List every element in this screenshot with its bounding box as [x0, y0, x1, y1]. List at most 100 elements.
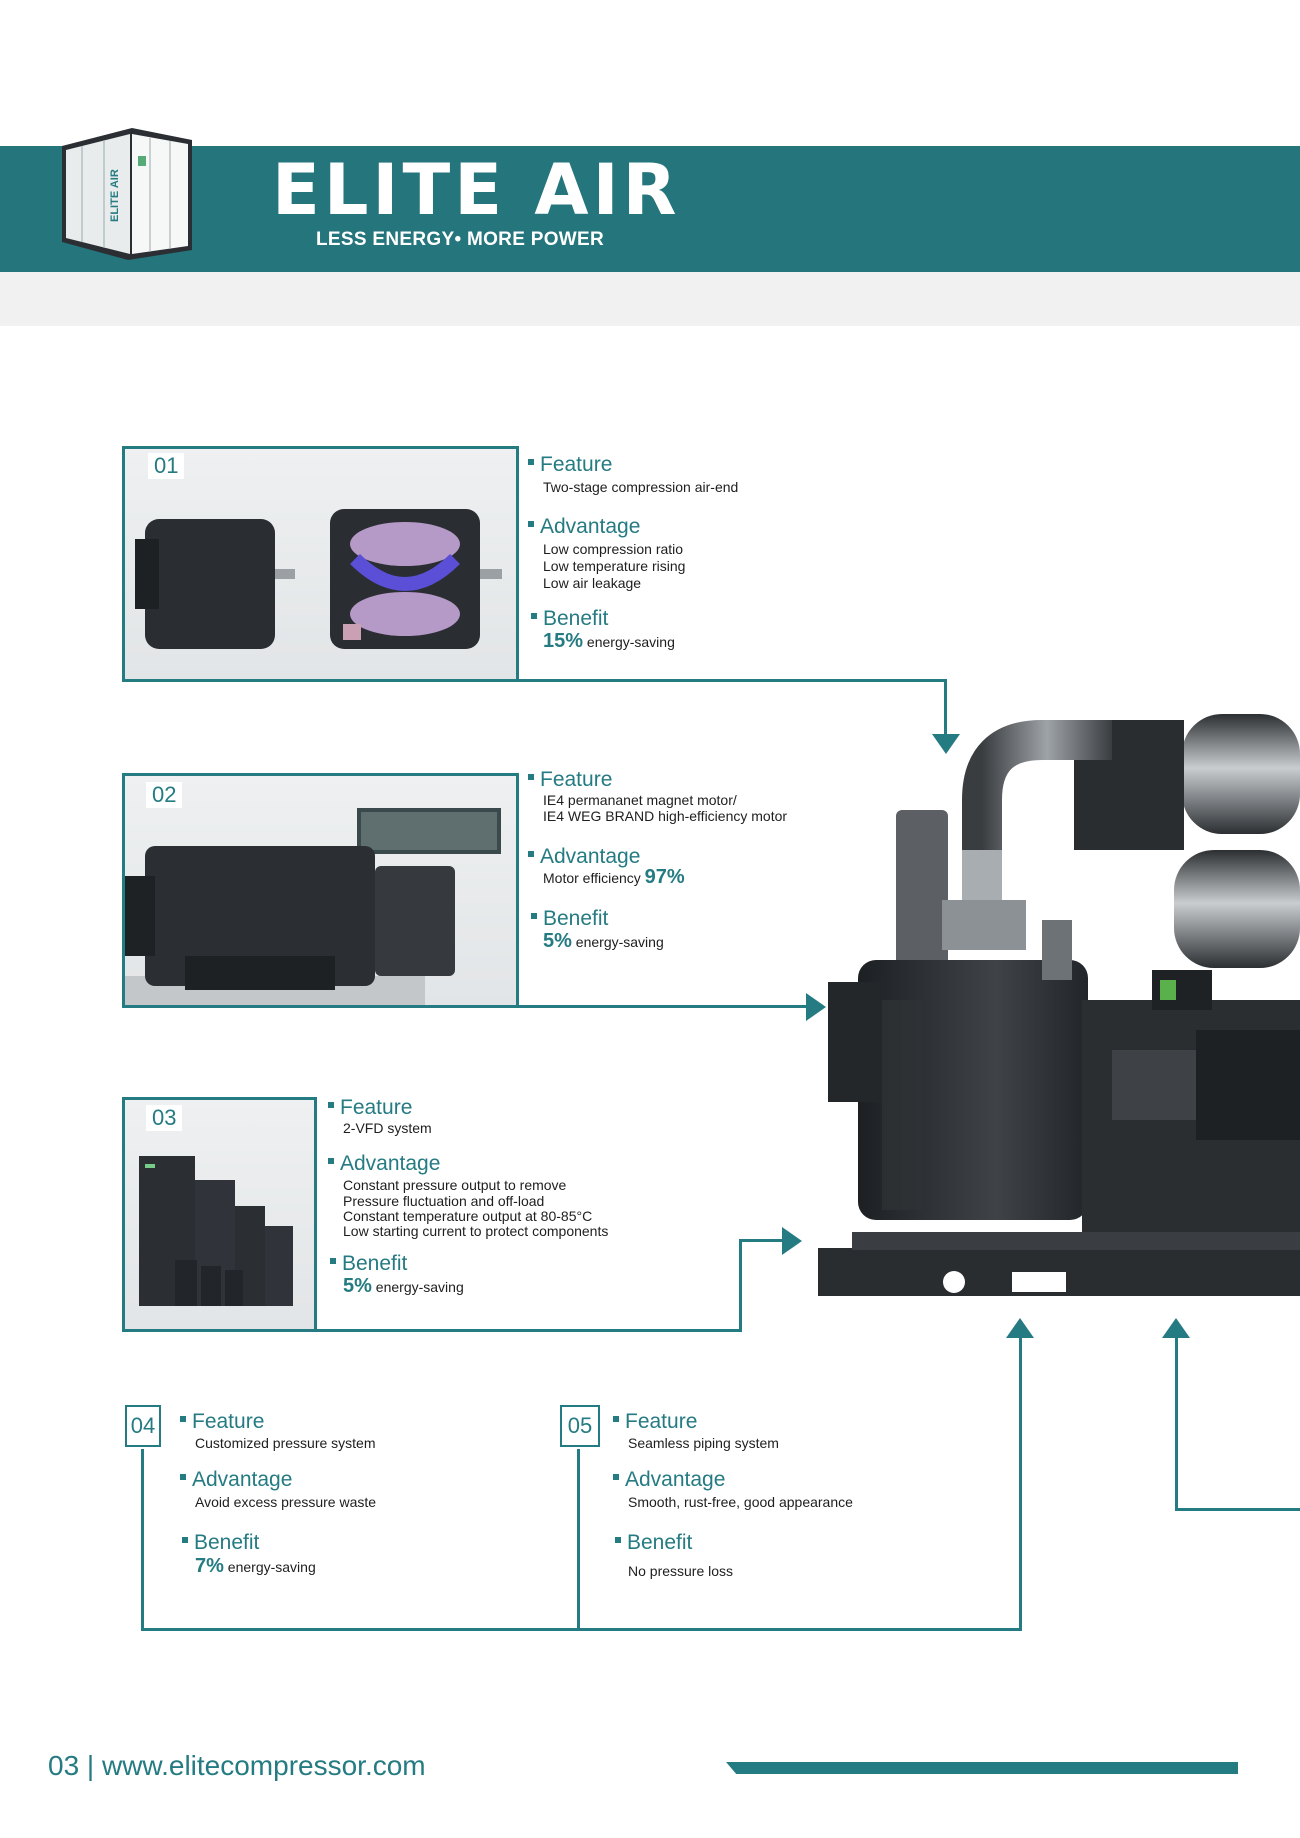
benefit-line: 5% energy-saving	[543, 930, 664, 952]
heading-label: Benefit	[194, 1531, 260, 1554]
advantage-text: Motor efficiency	[543, 870, 641, 886]
advantage-text: Low temperature rising	[543, 558, 686, 574]
advantage-text: Smooth, rust-free, good appearance	[628, 1494, 853, 1510]
bullet-square-icon	[328, 1158, 334, 1165]
advantage-text: Avoid excess pressure waste	[195, 1494, 377, 1510]
bullet-square-icon	[528, 521, 534, 528]
benefit-text: energy-saving	[575, 934, 664, 950]
bullet-square-icon	[615, 1537, 621, 1544]
bullet-square-icon	[180, 1474, 186, 1481]
benefit-heading: Benefit	[531, 607, 608, 631]
section-number: 04	[125, 1405, 161, 1447]
feature-text: 2-VFD system	[343, 1120, 432, 1136]
heading-label: Benefit	[342, 1252, 408, 1275]
section-number: 05	[560, 1405, 600, 1447]
section-number: 01	[148, 453, 185, 479]
bullet-square-icon	[613, 1416, 619, 1423]
feature-text: Two-stage compression air-end	[543, 479, 739, 495]
connector-line	[944, 679, 947, 745]
section-number: 03	[146, 1105, 183, 1131]
section-02-image-box	[122, 773, 519, 1008]
heading-label: Advantage	[540, 515, 641, 538]
bullet-square-icon	[330, 1258, 336, 1265]
heading-label: Feature	[625, 1410, 698, 1433]
feature-heading: Feature	[613, 1410, 697, 1434]
product-label: ELITE AIR	[109, 169, 121, 222]
advantage-heading: Advantage	[328, 1152, 440, 1176]
advantage-heading: Advantage	[528, 515, 640, 539]
advantage-text: Low compression ratio	[543, 541, 684, 557]
bullet-square-icon	[528, 459, 534, 466]
connector-line	[141, 1449, 144, 1631]
heading-label: Advantage	[540, 845, 641, 868]
bullet-square-icon	[531, 613, 537, 620]
benefit-heading: Benefit	[330, 1252, 407, 1276]
benefit-line: 7% energy-saving	[195, 1555, 316, 1577]
heading-label: Benefit	[543, 607, 609, 630]
bullet-square-icon	[528, 851, 534, 858]
feature-heading: Feature	[528, 768, 612, 792]
benefit-text: energy-saving	[586, 634, 675, 650]
connector-line	[141, 1628, 1022, 1631]
connector-line	[122, 1329, 742, 1332]
feature-heading: Feature	[180, 1410, 264, 1434]
footer-page-url: 03 | www.elitecompressor.com	[48, 1750, 426, 1781]
bullet-square-icon	[613, 1474, 619, 1481]
connector-line	[739, 1239, 787, 1242]
feature-heading: Feature	[328, 1096, 412, 1120]
compressor-assembly-image	[818, 714, 1300, 1296]
bullet-square-icon	[180, 1416, 186, 1423]
motor-image	[125, 808, 501, 1005]
advantage-text: Constant pressure output to remove	[343, 1177, 567, 1193]
heading-label: Benefit	[543, 907, 609, 930]
heading-label: Feature	[340, 1096, 413, 1119]
arrow-down-icon	[932, 734, 960, 754]
heading-label: Benefit	[627, 1531, 693, 1554]
advantage-text: Constant temperature output at 80-85°C	[343, 1208, 593, 1224]
slogan: LESS ENERGY• MORE POWER	[316, 229, 605, 250]
brand-logo: ELITE AIR	[272, 149, 681, 231]
heading-label: Advantage	[625, 1468, 726, 1491]
header-band	[0, 146, 1300, 272]
section-01-image-box	[122, 446, 519, 682]
feature-text: IE4 WEG BRAND high-efficiency motor	[543, 808, 788, 824]
connector-line	[577, 1449, 580, 1631]
benefit-value: 5%	[343, 1275, 372, 1297]
advantage-line: Motor efficiency 97%	[543, 866, 685, 888]
connector-line	[1175, 1336, 1178, 1511]
heading-label: Advantage	[340, 1152, 441, 1175]
benefit-text: energy-saving	[375, 1279, 464, 1295]
heading-label: Feature	[540, 453, 613, 476]
bullet-square-icon	[328, 1102, 334, 1109]
benefit-heading: Benefit	[615, 1531, 692, 1555]
connector-line	[1019, 1336, 1022, 1631]
heading-label: Advantage	[192, 1468, 293, 1491]
feature-heading: Feature	[528, 453, 612, 477]
arrow-right-icon	[806, 993, 826, 1021]
benefit-value: 7%	[195, 1555, 224, 1577]
benefit-heading: Benefit	[182, 1531, 259, 1555]
advantage-text: Low starting current to protect componen…	[343, 1223, 609, 1239]
connector-line	[122, 679, 947, 682]
two-stage-air-end-image	[135, 509, 502, 649]
arrow-up-icon	[1162, 1318, 1190, 1338]
benefit-text: energy-saving	[227, 1559, 316, 1575]
connector-line	[1175, 1508, 1300, 1511]
connector-line	[739, 1239, 742, 1332]
benefit-heading: Benefit	[531, 907, 608, 931]
benefit-value: 5%	[543, 930, 572, 952]
feature-text: Customized pressure system	[195, 1435, 376, 1451]
advantage-value: 97%	[644, 866, 685, 888]
vfd-inverters-image	[139, 1156, 293, 1306]
benefit-text: No pressure loss	[628, 1563, 734, 1579]
compressor-product-image: ELITE AIR	[62, 128, 192, 260]
bullet-square-icon	[182, 1537, 188, 1544]
bullet-square-icon	[531, 913, 537, 920]
advantage-heading: Advantage	[528, 845, 640, 869]
advantage-text: Low air leakage	[543, 575, 642, 591]
benefit-value: 15%	[543, 630, 584, 652]
arrow-up-icon	[1006, 1318, 1034, 1338]
feature-text: Seamless piping system	[628, 1435, 779, 1451]
heading-label: Feature	[540, 768, 613, 791]
bullet-square-icon	[528, 774, 534, 781]
